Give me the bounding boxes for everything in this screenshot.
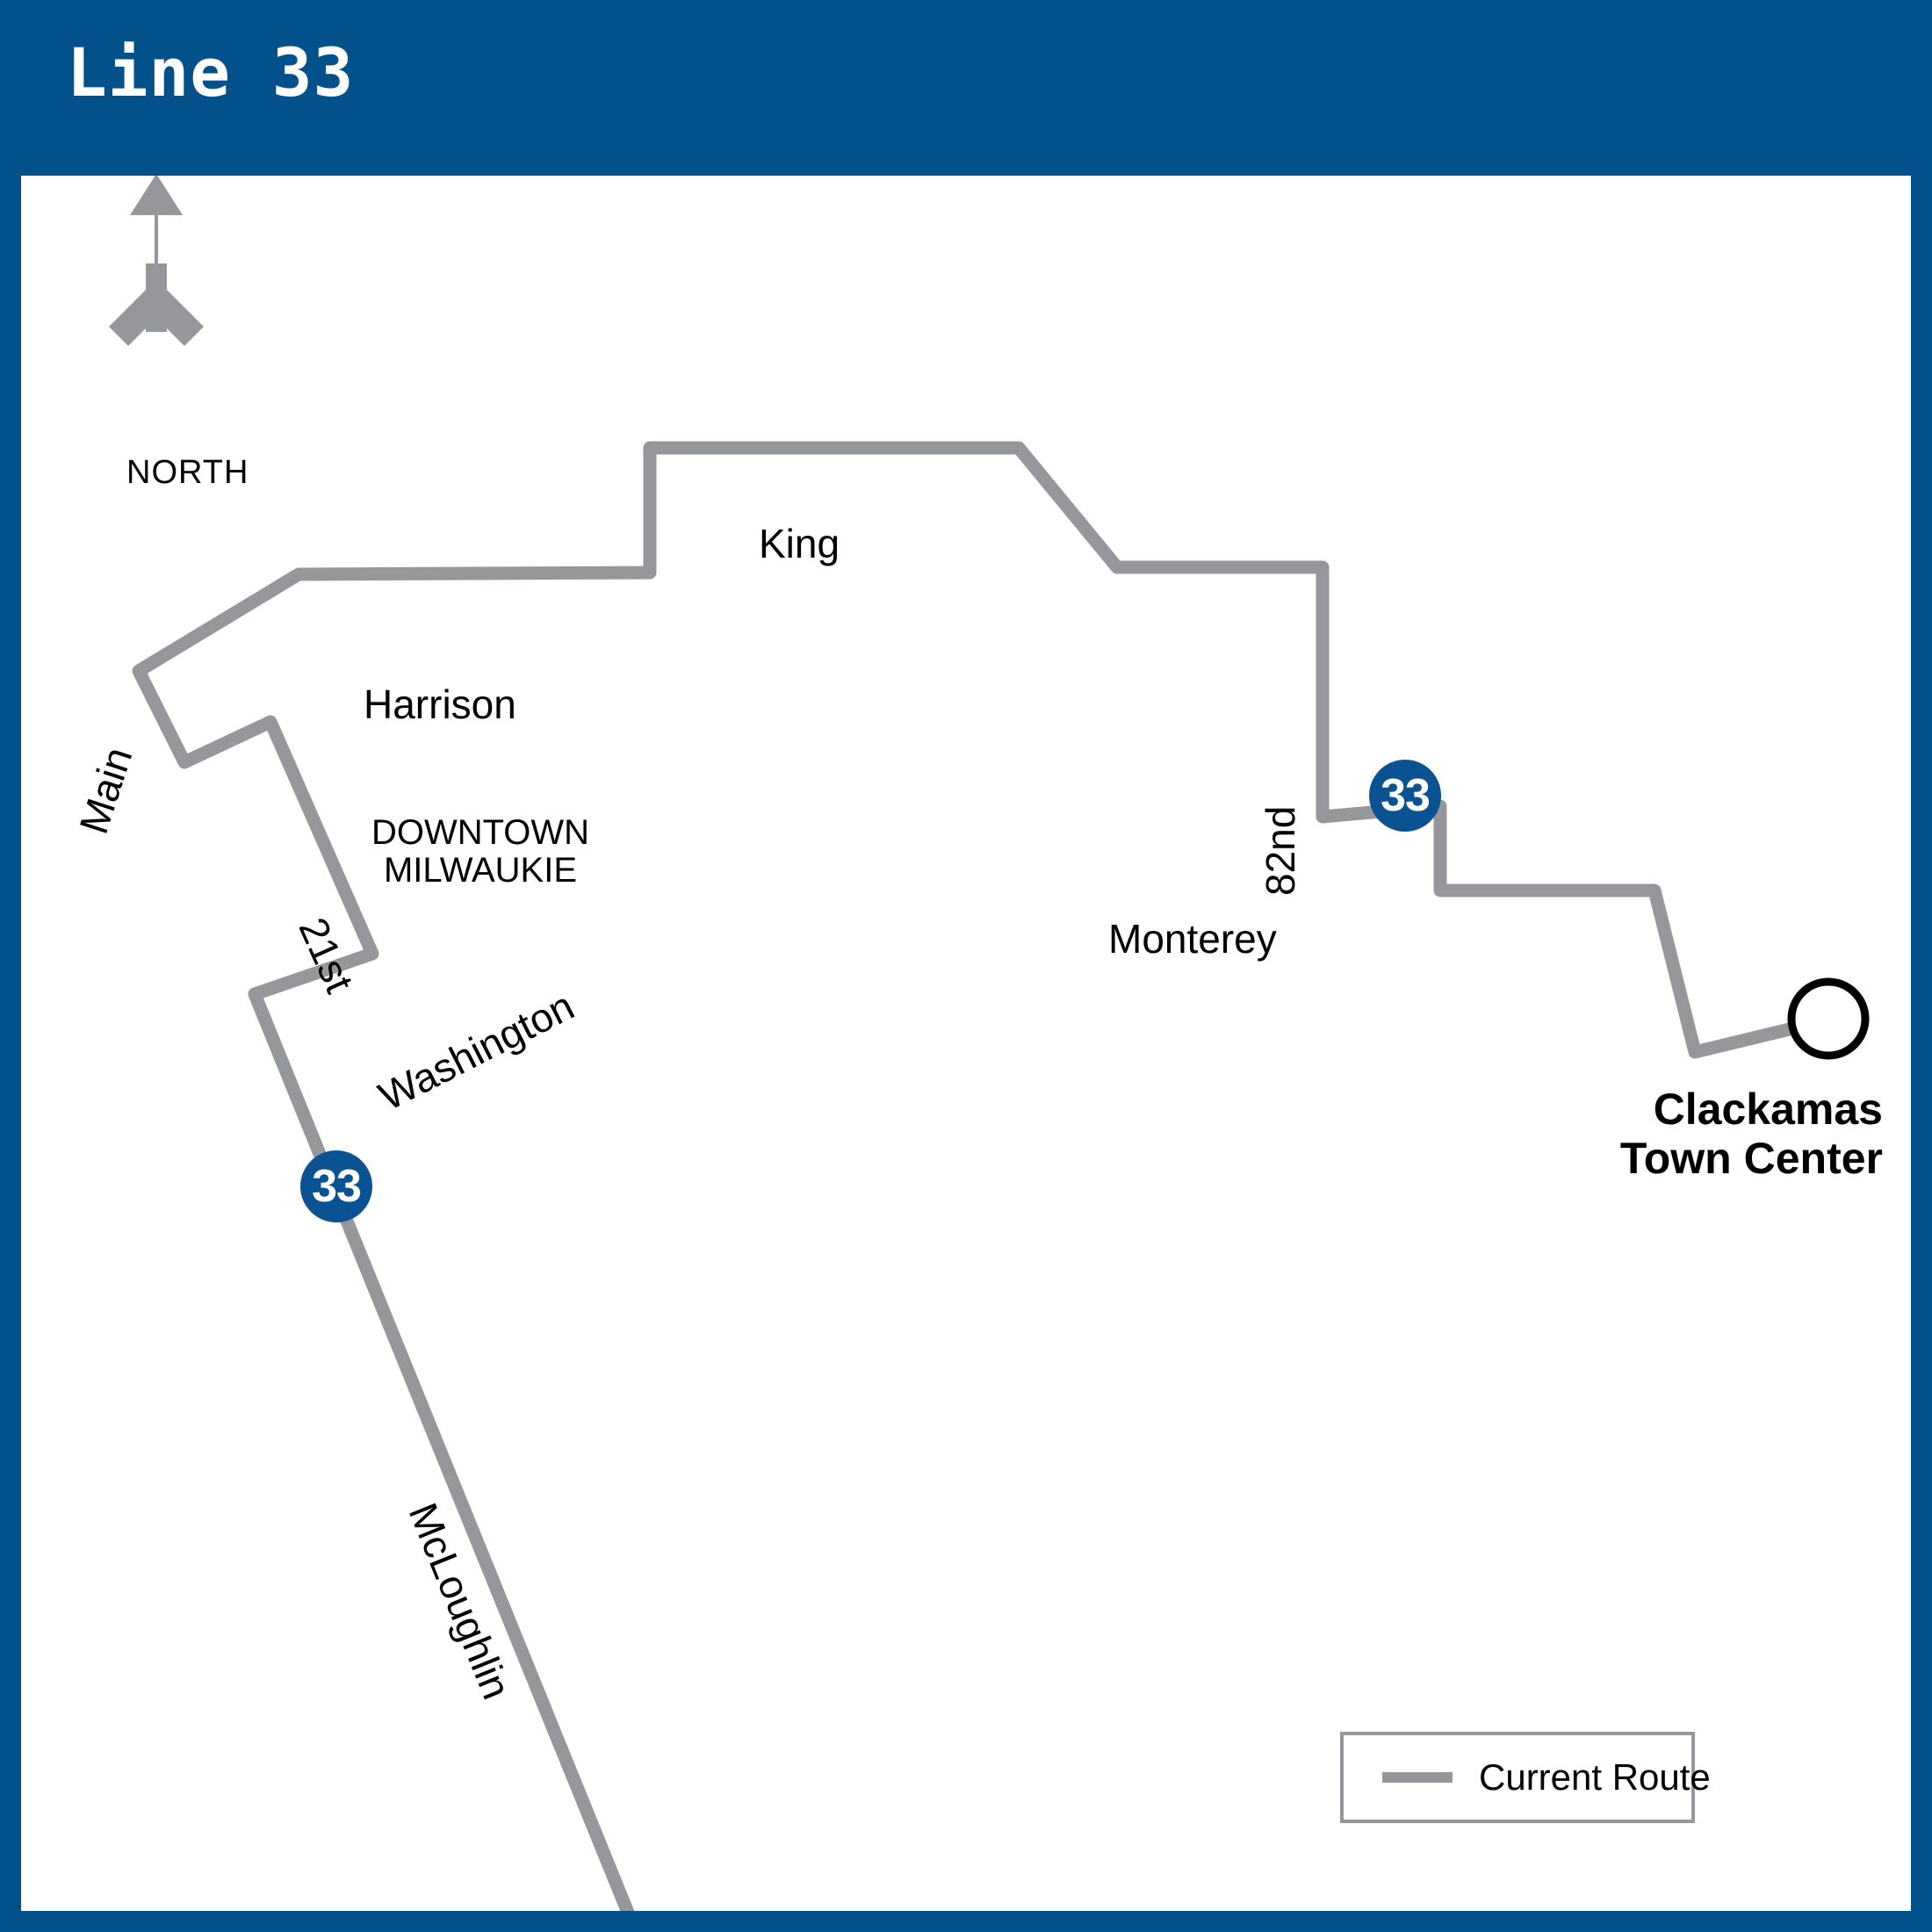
area-label-line1: DOWNTOWN (371, 813, 590, 852)
route-badge-label: 33 (312, 1161, 362, 1212)
page-title: Line 33 (67, 33, 355, 112)
route-badge-33-monterey[interactable]: 33 (1369, 760, 1441, 832)
street-label-monterey: Monterey (1108, 916, 1277, 962)
frame-border-left (0, 176, 21, 1932)
legend-label: Current Route (1479, 1756, 1711, 1798)
street-label-82nd: 82nd (1258, 805, 1303, 896)
north-arrow-icon (109, 176, 204, 346)
route-badge-label: 33 (1381, 770, 1431, 821)
frame-border-right (1911, 176, 1932, 1932)
map-legend: Current Route (1340, 1732, 1711, 1823)
route-line-swatch-icon (1382, 1772, 1453, 1783)
frame-border-bottom (0, 1911, 1932, 1932)
area-label-line2: MILWAUKIE (383, 851, 578, 890)
route-badge-33-mcloughlin[interactable]: 33 (300, 1150, 372, 1222)
terminus-label-line1: Clackamas (1653, 1085, 1883, 1134)
route-graphics (109, 176, 1870, 1911)
terminus-circle-icon (1787, 977, 1870, 1060)
street-label-harrison: Harrison (364, 681, 516, 727)
terminus-label: Clackamas Town Center (1444, 1085, 1883, 1183)
area-label-downtown-milwaukie: DOWNTOWN MILWAUKIE (353, 813, 608, 890)
north-label: NORTH (126, 454, 249, 491)
map-canvas[interactable]: NORTH King Harrison Main 21st Washington… (21, 176, 1911, 1911)
street-label-king: King (759, 521, 840, 566)
map-header-banner: Line 33 (0, 0, 1932, 176)
current-route-line (132, 441, 1799, 1911)
terminus-label-line2: Town Center (1619, 1134, 1883, 1183)
north-label-wrap: NORTH (126, 454, 249, 491)
